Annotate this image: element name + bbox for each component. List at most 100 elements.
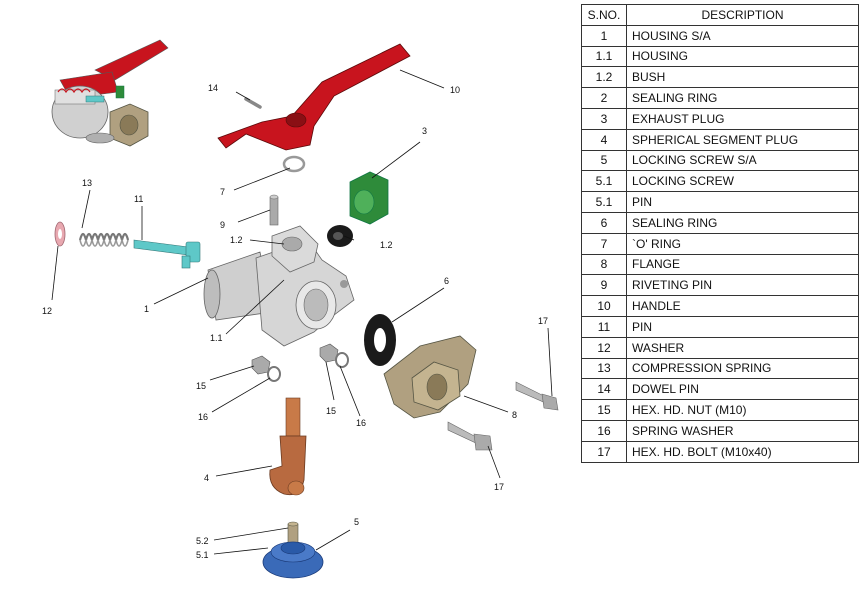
washer-12 [54,221,66,247]
row-description: LOCKING SCREW S/A [626,149,859,172]
riveting-pin-9 [269,194,279,226]
callout-15-left: 15 [196,381,206,391]
row-description: RIVETING PIN [626,274,859,297]
row-sno: 15 [581,399,627,421]
callout-6: 6 [444,276,449,286]
row-description: HEX. HD. NUT (M10) [626,399,859,421]
compression-spring-13 [78,232,130,247]
row-sno: 2 [581,87,627,109]
header-sno: S.NO. [581,4,627,26]
row-sno: 3 [581,107,627,130]
row-description: DOWEL PIN [626,378,859,401]
row-sno: 13 [581,357,627,380]
callout-5: 5 [354,517,359,527]
callout-9: 9 [220,220,225,230]
row-description: FLANGE [626,253,859,276]
row-description: SPRING WASHER [626,419,859,442]
row-description: SEALING RING [626,211,859,234]
row-sno: 8 [581,253,627,276]
callout-7: 7 [220,187,225,197]
callout-labels: 10 14 3 7 13 11 9 1.2 1.2 12 1 6 17 1.1 … [42,83,548,560]
leader-lines [51,69,553,555]
exhaust-plug-3 [349,171,389,225]
row-description: PIN [626,191,859,213]
housing-1 [203,225,355,347]
row-sno: 7 [581,232,627,255]
row-sno: 11 [581,315,627,338]
callout-13: 13 [82,178,92,188]
callout-4: 4 [204,473,209,483]
pin-11 [133,239,201,269]
spherical-segment-plug-4 [269,397,307,496]
callout-17-lower: 17 [494,482,504,492]
callout-5-2: 5.2 [196,536,209,546]
row-sno: 1 [581,24,627,47]
callout-1: 1 [144,304,149,314]
callout-11: 11 [134,194,143,204]
row-sno: 5.1 [581,191,627,213]
handle-10 [217,43,411,151]
row-description: SEALING RING [626,87,859,109]
flange-8 [383,335,477,419]
row-sno: 1.1 [581,45,627,68]
row-description: WASHER [626,336,859,359]
row-description: EXHAUST PLUG [626,107,859,130]
callout-16-right: 16 [356,418,366,428]
callout-5-1: 5.1 [196,550,209,560]
row-sno: 16 [581,419,627,442]
callout-15-right: 15 [326,406,336,416]
row-sno: 10 [581,295,627,317]
sealing-ring-6 [364,314,396,366]
row-sno: 1.2 [581,66,627,89]
row-description: COMPRESSION SPRING [626,357,859,380]
row-sno: 6 [581,211,627,234]
hex-nut-15-left [251,355,271,375]
row-sno: 9 [581,274,627,297]
row-description: SPHERICAL SEGMENT PLUG [626,128,859,151]
callout-1-2-left: 1.2 [230,235,243,245]
callout-14: 14 [208,83,218,93]
row-sno: 5.1 [581,170,627,193]
table-header-row: S.NO. DESCRIPTION [581,4,859,26]
assembled-view [51,39,169,147]
callout-1-2-right: 1.2 [380,240,393,250]
row-description: `O' RING [626,232,859,255]
row-description: HOUSING [626,45,859,68]
dowel-pin-14 [244,97,262,109]
header-description: DESCRIPTION [626,4,859,26]
hex-bolt-17-upper [515,381,559,411]
row-description: BUSH [626,66,859,89]
row-sno: 4 [581,128,627,151]
o-ring-7 [282,155,306,173]
callout-1-1: 1.1 [210,333,223,343]
row-sno: 17 [581,440,627,463]
bush-1-2 [327,225,353,247]
callout-16-left: 16 [198,412,208,422]
callout-3: 3 [422,126,427,136]
row-sno: 14 [581,378,627,401]
spring-washer-16-left [267,366,281,382]
row-description: HEX. HD. BOLT (M10x40) [626,440,859,463]
row-description: LOCKING SCREW [626,170,859,193]
row-description: PIN [626,315,859,338]
